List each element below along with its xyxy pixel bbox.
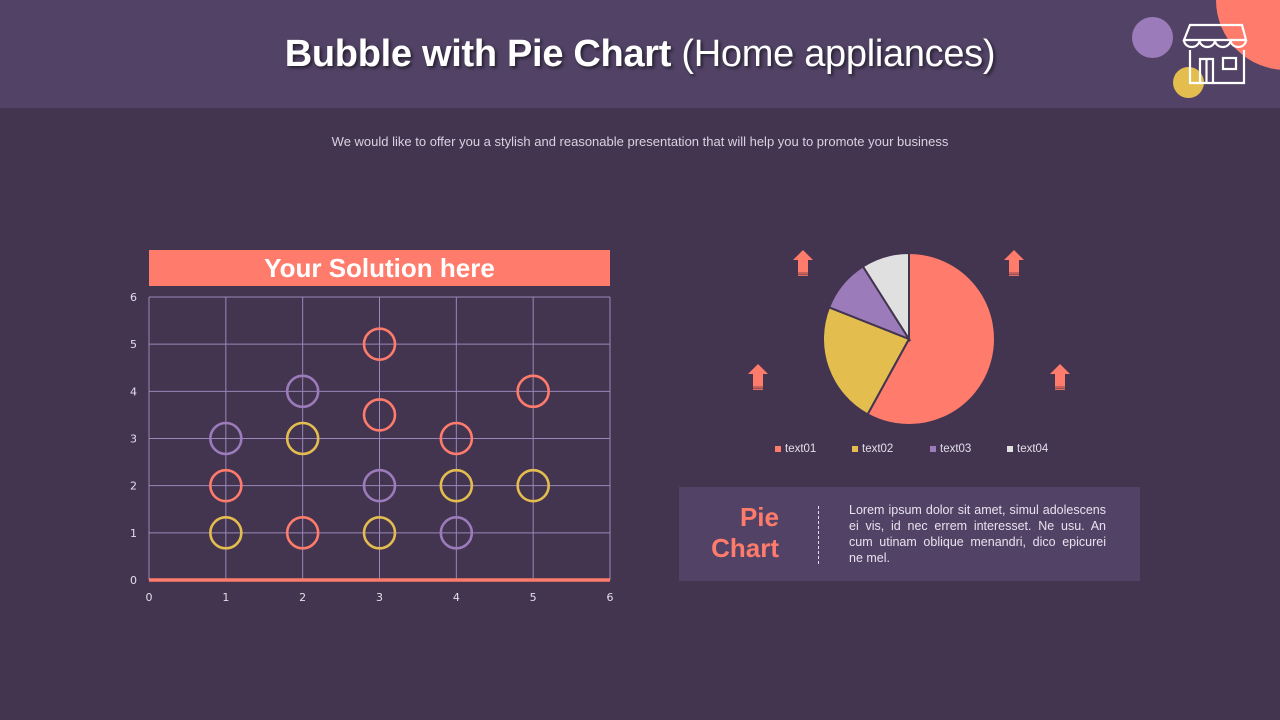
grid-lines	[148, 296, 611, 581]
axis-tick-labels: 0 1 2 3 4 5 6 0 1 2 3 4 5 6	[130, 291, 614, 604]
bubble-point	[209, 468, 243, 503]
bubble-point	[516, 468, 550, 503]
bubble-series-coral	[209, 327, 550, 550]
decorative-purple-circle	[1132, 17, 1173, 58]
bubble-chart-banner: Your Solution here	[149, 250, 610, 286]
svg-text:2: 2	[299, 591, 306, 604]
title-light: (Home appliances)	[681, 33, 996, 75]
legend-swatch	[775, 446, 781, 452]
legend-swatch	[1007, 446, 1013, 452]
svg-text:3: 3	[376, 591, 383, 604]
svg-text:4: 4	[453, 591, 460, 604]
info-title-line1: Pie	[739, 502, 779, 532]
legend-swatch	[852, 446, 858, 452]
title-bold: Bubble with Pie Chart	[284, 33, 672, 75]
svg-text:6: 6	[130, 291, 137, 304]
pie-slice-text02	[822, 306, 911, 416]
legend-label: text04	[1017, 443, 1049, 455]
info-box-title: Pie Chart	[711, 502, 779, 564]
svg-text:0: 0	[146, 591, 153, 604]
legend-swatch	[930, 446, 936, 452]
svg-text:1: 1	[222, 591, 229, 604]
legend-item-text04: text04	[1007, 443, 1048, 455]
bubble-point	[285, 421, 320, 456]
bubble-point	[285, 374, 320, 409]
bubble-series-purple	[209, 374, 474, 550]
up-arrow-icon	[1050, 364, 1070, 390]
bubble-point	[439, 421, 474, 456]
up-arrow-icon	[748, 364, 768, 390]
bubble-point	[439, 516, 474, 550]
bubble-point	[362, 327, 397, 361]
svg-text:2: 2	[130, 480, 137, 493]
store-icon	[1182, 23, 1248, 85]
bubble-point	[439, 468, 474, 503]
subtitle: We would like to offer you a stylish and…	[331, 134, 949, 149]
svg-text:3: 3	[130, 433, 137, 446]
svg-text:5: 5	[130, 338, 137, 351]
pie-legend: text01 text02 text03 text04	[770, 443, 1090, 459]
legend-label: text01	[785, 443, 817, 455]
info-box-text: Lorem ipsum dolor sit amet, simul adoles…	[849, 503, 1106, 565]
up-arrow-icon	[793, 250, 813, 276]
svg-text:1: 1	[130, 527, 137, 540]
bubble-point	[209, 516, 243, 550]
svg-text:4: 4	[130, 385, 137, 398]
legend-label: text02	[862, 443, 894, 455]
bubble-chart: 0 1 2 3 4 5 6 0 1 2 3 4 5 6	[130, 291, 614, 604]
bubble-point	[362, 516, 397, 550]
bubble-series-yellow	[209, 421, 550, 550]
bubble-point	[516, 374, 550, 409]
header-band: Bubble with Pie Chart (Home appliances)	[0, 0, 1280, 108]
pie-slice-text04	[861, 251, 910, 343]
svg-text:6: 6	[607, 591, 614, 604]
up-arrow-icon	[1004, 250, 1024, 276]
bubble-point	[362, 398, 397, 432]
page-title: Bubble with Pie Chart (Home appliances)	[0, 30, 1280, 78]
dashed-divider	[818, 506, 819, 564]
legend-item-text01: text01	[775, 443, 816, 455]
legend-label: text03	[940, 443, 972, 455]
bubble-point	[209, 421, 243, 456]
legend-item-text02: text02	[852, 443, 893, 455]
pie-slice-text01	[866, 251, 996, 426]
info-title-line2: Chart	[711, 533, 779, 563]
svg-text:0: 0	[130, 574, 137, 587]
svg-text:5: 5	[530, 591, 537, 604]
pie-chart-info-box: Pie Chart Lorem ipsum dolor sit amet, si…	[679, 487, 1140, 581]
bubble-point	[362, 468, 397, 503]
bubble-point	[285, 516, 320, 550]
pie-slices	[822, 251, 996, 426]
pie-chart	[748, 250, 1070, 426]
legend-item-text03: text03	[930, 443, 971, 455]
